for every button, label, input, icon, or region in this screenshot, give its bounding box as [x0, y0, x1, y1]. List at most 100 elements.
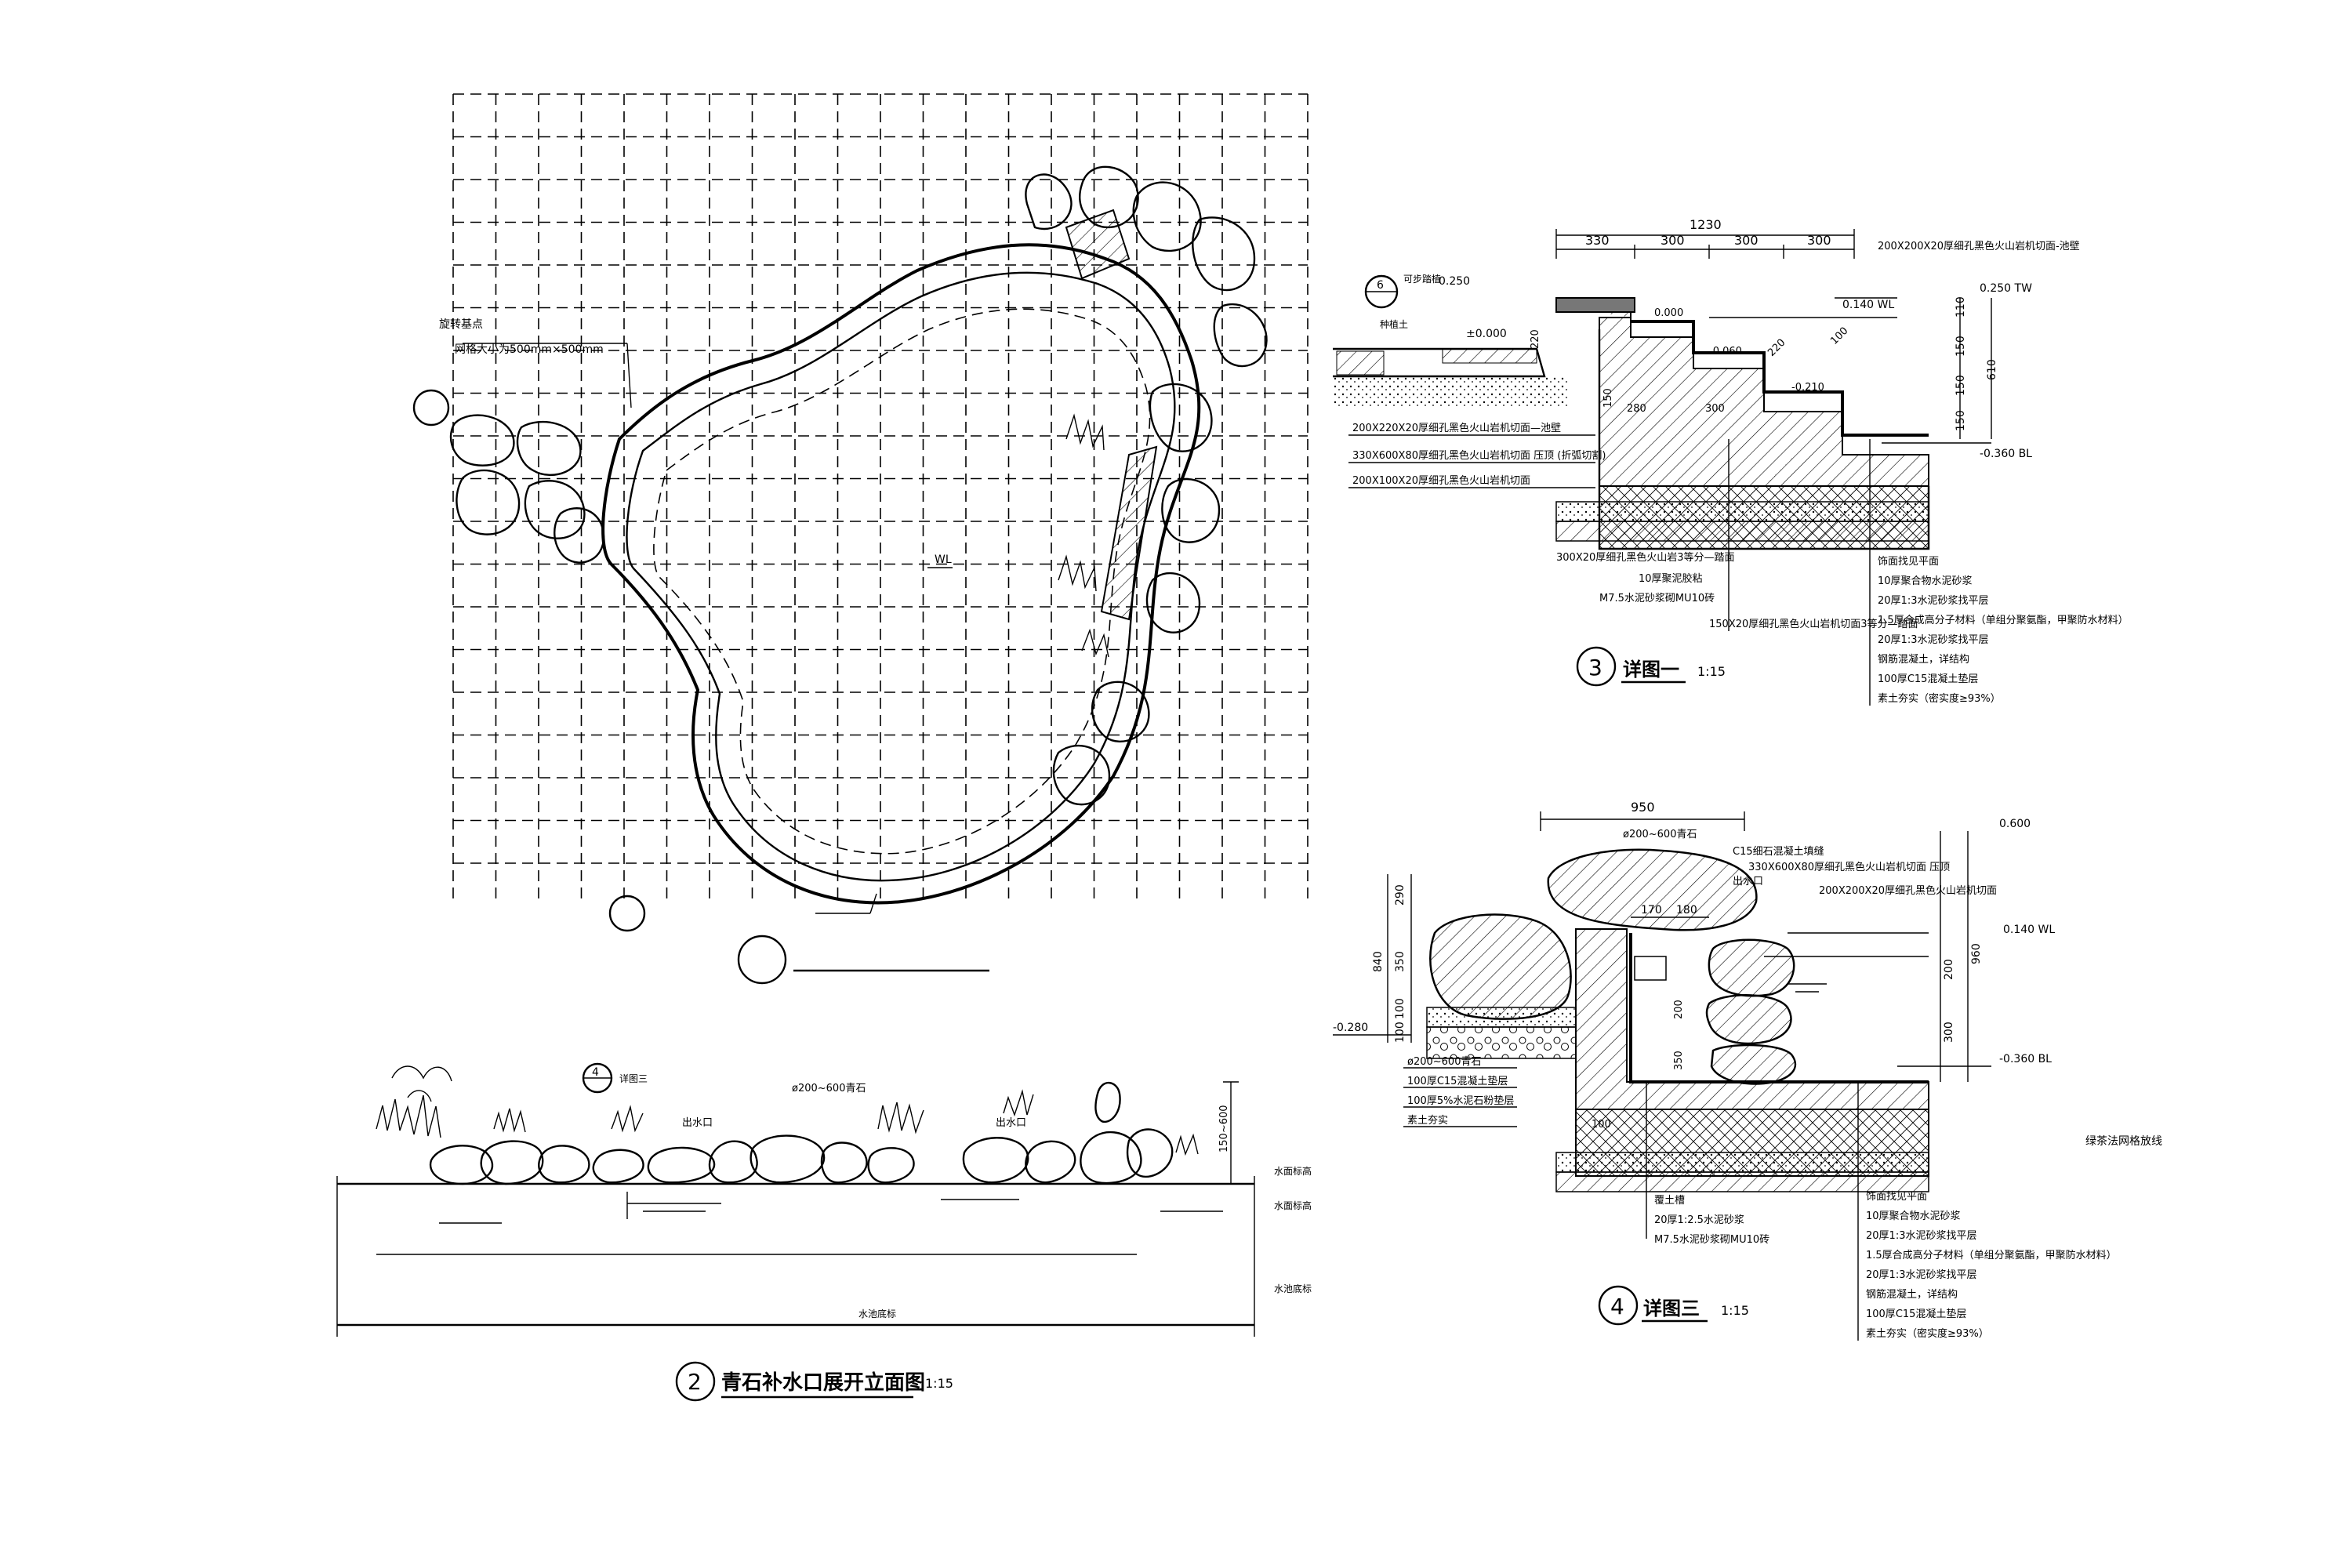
d1-label-left-2: 330X600X80厚细孔黑色火山岩机切面 压顶 (折弧切割): [1352, 449, 1606, 462]
d1-dim-total: 1230: [1690, 217, 1722, 232]
d3-liner: [1629, 933, 1929, 1083]
grid-origin-circle: [608, 895, 646, 932]
elevation-level-bottom-1: 水池底标: [1274, 1283, 1312, 1294]
d3-ldim-c: 100: [1394, 998, 1406, 1019]
d3-label-right-1: 饰面找见平面: [1866, 1191, 1927, 1203]
elevation-callout-num: 4: [592, 1066, 599, 1079]
d3-inner-dim-b: 180: [1676, 904, 1697, 916]
d1-label-bottom-2: 10厚聚泥胶粘: [1639, 572, 1703, 585]
d1-level-bl: -0.360 BL: [1980, 448, 2032, 460]
d1-inner-b: 280: [1627, 403, 1646, 415]
d1-dim-b: 300: [1661, 233, 1685, 248]
d3-side-note: 绿茶法网格放线: [2085, 1135, 2162, 1148]
plan-view: 旋转基点 网格大小为500mm×500mm WL: [412, 93, 1308, 985]
d3-bottom-dim: 100: [1592, 1119, 1611, 1131]
plan-center-mark: WL: [935, 554, 952, 566]
d1-label-right-6: 钢筋混凝土，详结构: [1878, 653, 1969, 666]
elevation-outlet-2: 出水口: [996, 1117, 1026, 1129]
d1-soil-label: 种植土: [1380, 318, 1408, 330]
d1-level-tw: 0.250 TW: [1980, 282, 2032, 295]
d3-c15-label: C15细石混凝土填缝: [1733, 845, 1824, 858]
d1-ground-hatch: [1336, 350, 1385, 376]
pond-outer-edge: [601, 243, 1201, 905]
d1-label-right-3: 20厚1:3水泥砂浆找平层: [1878, 595, 1988, 607]
d1-label-right-1: 饰面找见平面: [1878, 556, 1939, 568]
grid-origin-circle: [412, 389, 450, 426]
d1-label-bottom-3: M7.5水泥砂浆砌MU10砖: [1599, 593, 1715, 604]
d1-vdim-a: 110: [1955, 296, 1967, 318]
d1-level-zero: ±0.000: [1466, 328, 1507, 340]
d1-level-wl: 0.140 WL: [1842, 299, 1894, 311]
elevation-title: 青石补水口展开立面图: [721, 1370, 925, 1395]
d3-title-num: 4: [1610, 1294, 1624, 1319]
d1-vdim-total: 610: [1986, 359, 1998, 380]
elevation-title-scale: 1:15: [925, 1376, 953, 1391]
elevation-level-bottom-2: 水池底标: [858, 1308, 896, 1319]
d1-vdim-b: 150: [1955, 336, 1967, 357]
d1-label-right-7: 100厚C15混凝土垫层: [1878, 673, 1978, 685]
plan-note-base: 旋转基点: [439, 318, 483, 331]
leader-line: [869, 893, 877, 914]
d3-inner-v-a: 200: [1673, 1000, 1685, 1019]
d3-label-left-1: ø200~600青石: [1407, 1056, 1481, 1068]
d3-bottom-labels: 覆土槽 20厚1:2.5水泥砂浆 M7.5水泥砂浆砌MU10砖: [1646, 1082, 1769, 1246]
elevation-level-top-2: 水面标高: [1274, 1200, 1312, 1211]
d3-label-left-4: 素土夯实: [1407, 1115, 1448, 1127]
d1-label-bottom-4: 150X20厚细孔黑色火山岩机切面3等分—踏面: [1709, 618, 1918, 630]
d1-title-circle: [1576, 646, 1617, 687]
elevation-level-top-1: 水面标高: [1274, 1165, 1312, 1177]
elevation-stones: [429, 1081, 1174, 1185]
d1-level-b: -0.060: [1709, 346, 1742, 358]
d3-rdim-a: 200: [1943, 959, 1955, 980]
pond-border-hatch: [1065, 209, 1131, 280]
d1-label-right-4: 1.5厚合成高分子材料（单组分聚氨酯，甲聚防水材料）: [1878, 614, 2129, 626]
d1-dim-d: 300: [1807, 233, 1831, 248]
elevation-title-circle: [675, 1361, 716, 1402]
elevation-callout-ref: 详图三: [619, 1073, 648, 1084]
d3-outlet-label: 出水口: [1733, 876, 1763, 887]
d3-label-right-4: 1.5厚合成高分子材料（单组分聚氨酯，甲聚防水材料）: [1866, 1249, 2117, 1261]
d1-label-bottom-1: 300X20厚细孔黑色火山岩3等分—踏面: [1556, 551, 1735, 564]
pond-outer-edge-inner: [626, 271, 1176, 882]
d3-level-left: -0.280: [1333, 1022, 1368, 1034]
d1-level-left: 0.250: [1439, 275, 1470, 288]
elevation-title-num: 2: [688, 1369, 702, 1395]
d1-compacted-soil: [1555, 521, 1929, 542]
detail-1: 1230 330 300 300 300 200X200X20厚细孔黑色火山岩机…: [1333, 217, 2129, 706]
d1-inner-e: 100: [1828, 325, 1850, 347]
d3-label-right-6: 钢筋混凝土，详结构: [1866, 1288, 1958, 1301]
d3-right-labels: 饰面找见平面 10厚聚合物水泥砂浆 20厚1:3水泥砂浆找平层 1.5厚合成高分…: [1857, 1082, 2117, 1341]
d3-label-bottom-1: 覆土槽: [1654, 1195, 1685, 1207]
d1-inner-a: 150: [1602, 388, 1614, 408]
d3-label-bottom-2: 20厚1:2.5水泥砂浆: [1654, 1214, 1744, 1226]
d3-ldim-d: 100: [1394, 1022, 1406, 1043]
d1-left-labels: 200X220X20厚细孔黑色火山岩机切面—池壁 330X600X80厚细孔黑色…: [1348, 422, 1606, 488]
elevation-dim-height: 150~600: [1218, 1105, 1230, 1152]
d3-label-right-3: 20厚1:3水泥砂浆找平层: [1866, 1230, 1976, 1242]
d1-dim-c: 300: [1734, 233, 1759, 248]
d3-left-cushion: [1426, 1007, 1577, 1028]
elevation-plants: [376, 1065, 1199, 1156]
plan-note-grid: 网格大小为500mm×500mm: [455, 343, 604, 356]
d1-title-scale: 1:15: [1697, 664, 1726, 679]
d3-title-scale: 1:15: [1721, 1303, 1749, 1318]
d1-top-note: 200X200X20厚细孔黑色火山岩机切面-池壁: [1878, 240, 2080, 252]
d1-callout-ref: 6: [1377, 279, 1384, 292]
d3-ldim-b: 350: [1394, 951, 1406, 972]
d3-ldim-total: 840: [1372, 951, 1385, 972]
d3-rdim-total: 960: [1970, 943, 1983, 964]
d1-bottom-labels: 300X20厚细孔黑色火山岩3等分—踏面 10厚聚泥胶粘 M7.5水泥砂浆砌MU…: [1556, 439, 1918, 631]
elevation-view: 4 详图三 出水口 ø200~600青石 出水口 150~600 水面标高 水面…: [336, 1062, 1312, 1402]
d3-outlet-box: [1634, 956, 1667, 981]
d1-coping: [1555, 297, 1635, 313]
elevation-outlet-1: 出水口: [682, 1117, 713, 1129]
plan-title-circle: [737, 935, 787, 985]
d3-compacted-soil: [1555, 1171, 1929, 1192]
d3-label-right-2: 10厚聚合物水泥砂浆: [1866, 1210, 1961, 1222]
d1-label-right-8: 素土夯实（密实度≥93%）: [1878, 692, 2001, 705]
d3-rdim-b: 300: [1943, 1022, 1955, 1043]
pond-border-hatch: [1100, 445, 1158, 621]
d1-dim-a: 330: [1585, 233, 1610, 248]
d3-title-circle: [1598, 1285, 1639, 1326]
